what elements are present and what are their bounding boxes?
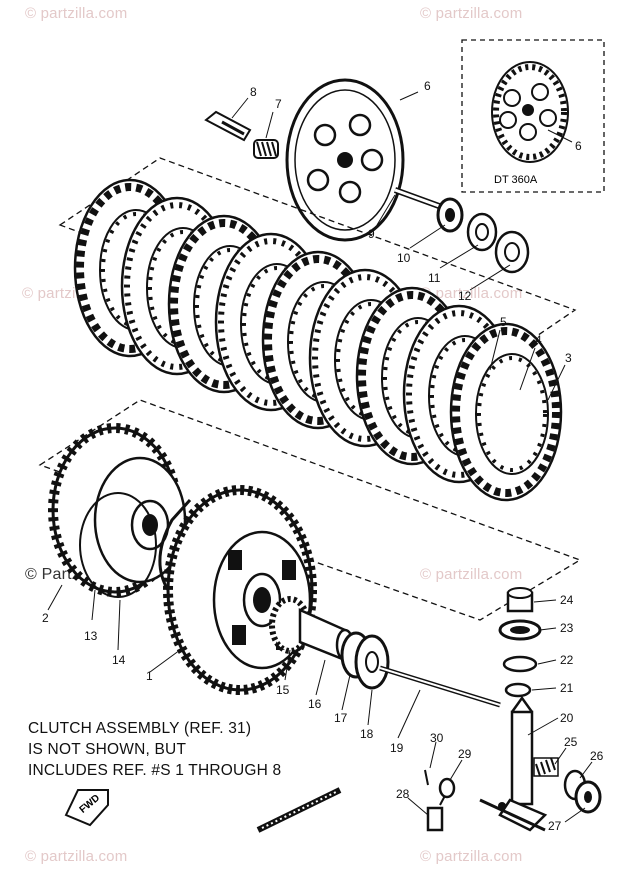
release-shaft-20: [479, 695, 548, 832]
callout-29: 29: [458, 747, 472, 761]
callout-28: 28: [396, 787, 410, 801]
callout-30: 30: [430, 731, 444, 745]
push-rod-19: [379, 665, 501, 708]
callout-3: 3: [565, 351, 572, 365]
callout-4: 4: [535, 333, 542, 347]
inset-label: DT 360A: [494, 174, 538, 186]
callout-21: 21: [560, 681, 574, 695]
callout-20: 20: [560, 711, 574, 725]
callout-19: 19: [390, 741, 404, 755]
callout-8: 8: [250, 85, 257, 99]
callout-9: 9: [368, 227, 375, 241]
bearing-24: [506, 587, 534, 613]
watermark-bottom-left: © partzilla.com: [25, 848, 128, 865]
circlip-21: [504, 682, 532, 698]
callout-10: 10: [397, 251, 411, 265]
washer-12: [494, 230, 530, 274]
callout-leaders: [47, 91, 593, 823]
callout-11: 11: [428, 271, 441, 285]
assembly-note: CLUTCH ASSEMBLY (REF. 31) IS NOT SHOWN, …: [28, 718, 281, 781]
callout-15: 15: [276, 683, 290, 697]
callout-27: 27: [548, 819, 562, 833]
nut-29: [438, 777, 456, 799]
spring-25: [533, 757, 559, 777]
clutch-plate: [449, 322, 563, 502]
callout-17: 17: [334, 711, 348, 725]
pin-30: [424, 769, 429, 786]
callout-12: 12: [458, 289, 472, 303]
note-line-2: IS NOT SHOWN, BUT: [28, 741, 187, 758]
spring-7: [253, 139, 279, 159]
bolt-8: [204, 110, 252, 142]
watermark-top-right: © partzilla.com: [420, 5, 523, 22]
callout-2: 2: [42, 611, 49, 625]
note-line-1: CLUTCH ASSEMBLY (REF. 31): [28, 720, 252, 737]
callout-24: 24: [560, 593, 574, 607]
callout-22: 22: [560, 653, 574, 667]
inset-callout-6: 6: [575, 139, 582, 153]
nut-10: [436, 197, 464, 233]
inset-pressure-plate: [491, 61, 569, 163]
watermark-top-left: © partzilla.com: [25, 5, 128, 22]
clutch-plate-stack: [73, 178, 563, 502]
callout-5: 5: [500, 315, 507, 329]
watermark-center-right: © partzilla.com: [420, 566, 523, 583]
callout-25: 25: [564, 735, 578, 749]
oil-seal-23: [498, 619, 542, 641]
thrust-plate-18: [354, 634, 390, 690]
washer-11: [466, 212, 498, 252]
callout-7: 7: [275, 97, 282, 111]
callout-6: 6: [424, 79, 431, 93]
washer-22: [502, 655, 538, 673]
callout-14: 14: [112, 653, 126, 667]
callout-18: 18: [360, 727, 374, 741]
clutch-cable-end: [256, 787, 342, 833]
callout-23: 23: [560, 621, 574, 635]
dt360a-inset: 6 DT 360A: [461, 39, 605, 193]
fwd-arrow: FWD: [64, 789, 109, 827]
callout-1: 1: [146, 669, 153, 683]
callout-26: 26: [590, 749, 604, 763]
callout-13: 13: [84, 629, 98, 643]
note-line-3: INCLUDES REF. #S 1 THROUGH 8: [28, 762, 282, 779]
o-ring-13: [79, 492, 157, 598]
watermark-mid-right: © partzilla.com: [420, 285, 523, 302]
pressure-plate-6: [285, 78, 405, 242]
nut-27: [574, 780, 602, 814]
callout-16: 16: [308, 697, 322, 711]
clutch-boss-2: [48, 423, 187, 597]
callout-numbers: 1 2 3 4 5 6 7 8 9 10 11 12 13 14 15 16 1…: [42, 79, 604, 833]
watermark-bottom-right: © partzilla.com: [420, 848, 523, 865]
